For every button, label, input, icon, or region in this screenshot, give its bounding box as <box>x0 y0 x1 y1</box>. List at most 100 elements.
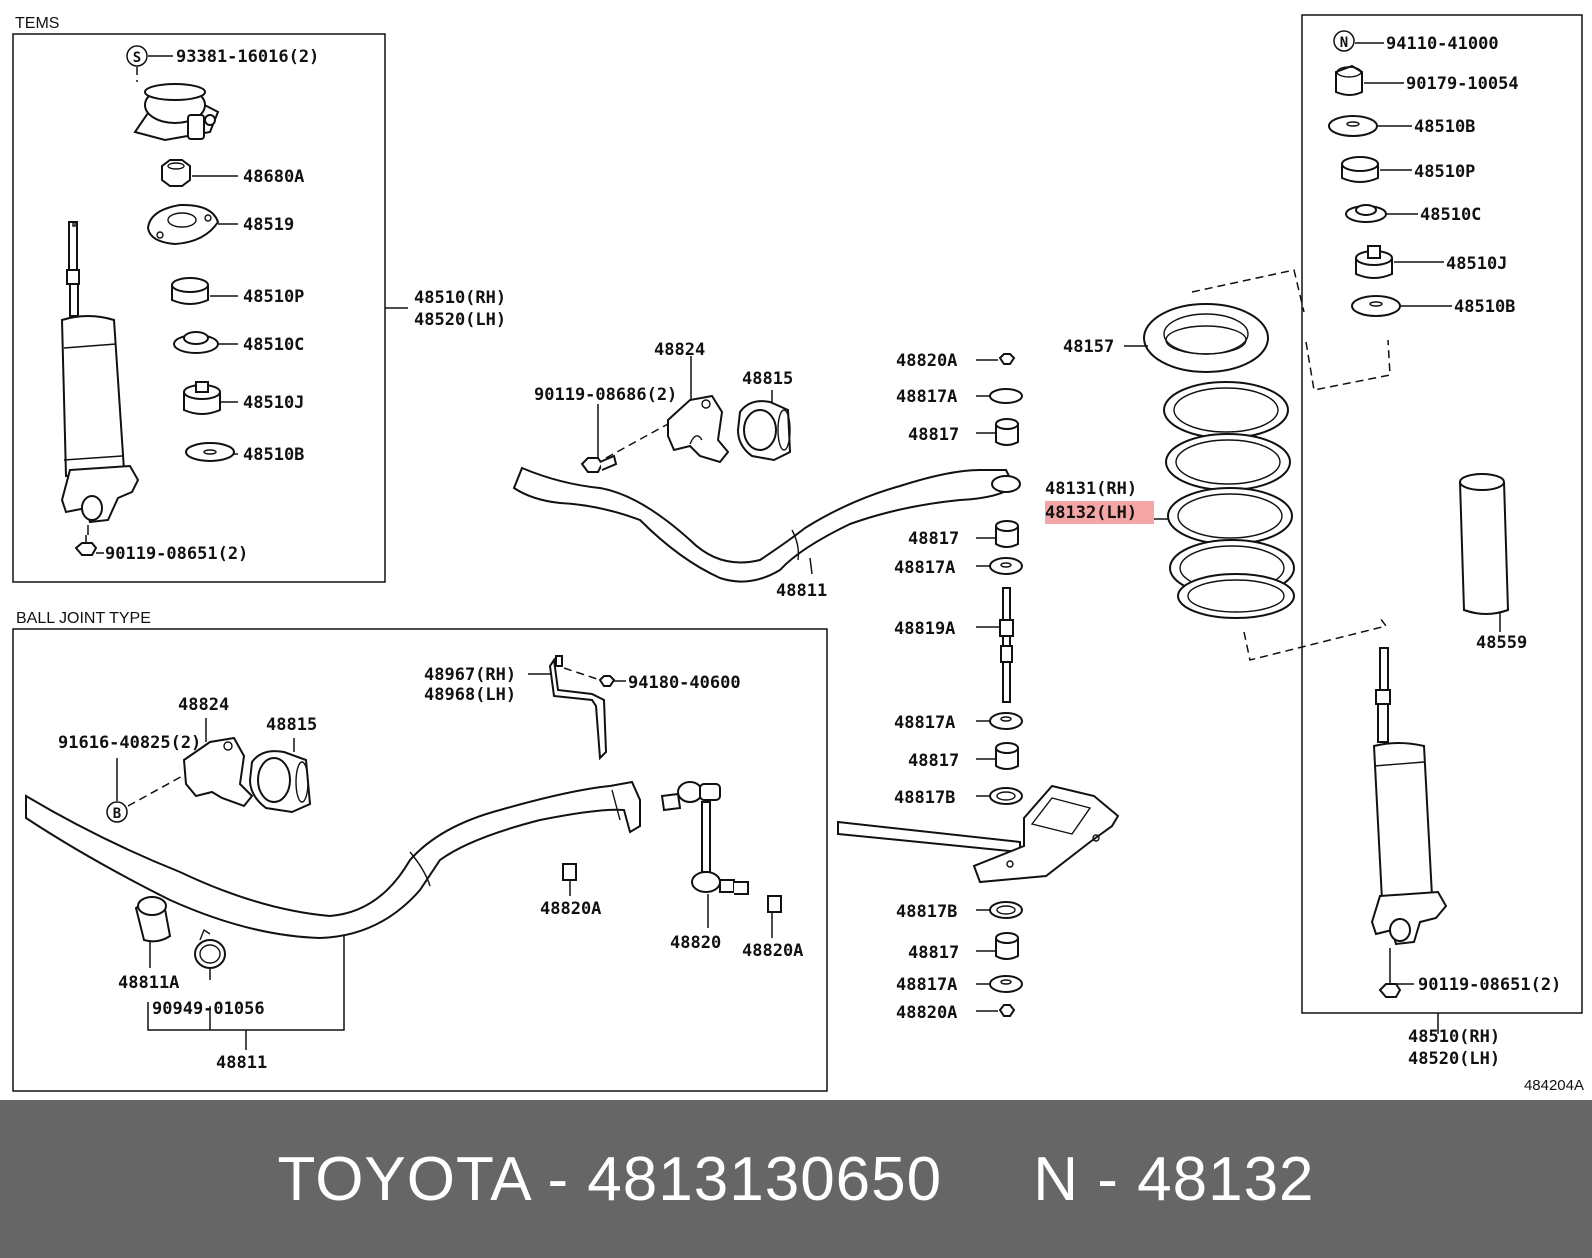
clip-90949-icon <box>194 928 226 969</box>
label-48510P-right: 48510P <box>1414 162 1475 182</box>
label-48817A-1: 48817A <box>896 387 957 407</box>
nut-48820A-link-1-icon <box>562 863 577 881</box>
svg-text:B: B <box>113 806 121 822</box>
plate-48519-icon <box>146 203 220 246</box>
label-48824-top: 48824 <box>654 340 705 360</box>
diagram-canvas: TEMS S <box>12 14 1584 1094</box>
dust-boot-48559-icon <box>1459 473 1510 615</box>
highlight-48132 <box>1045 501 1154 524</box>
label-48811-top: 48811 <box>776 581 827 601</box>
label-48815-bottom: 48815 <box>266 715 317 735</box>
label-91616-40825: 91616-40825(2) <box>58 733 201 753</box>
washer-48510C-icon <box>173 331 219 354</box>
label-48520LH-left: 48520(LH) <box>414 310 506 330</box>
label-48817-2: 48817 <box>908 529 959 549</box>
label-93381: 93381-16016(2) <box>176 47 319 67</box>
strut-mount-icon <box>133 83 220 142</box>
label-48820A-top: 48820A <box>896 351 957 371</box>
collar-48510J-right-icon <box>1355 245 1393 279</box>
bolt-icon <box>74 535 98 556</box>
bushing-48815-bottom-icon <box>248 750 312 814</box>
n-marker: N <box>1333 30 1355 52</box>
label-48817-4: 48817 <box>908 943 959 963</box>
label-48510C: 48510C <box>243 335 304 355</box>
label-48820A-link-1: 48820A <box>540 899 601 919</box>
label-48559: 48559 <box>1476 633 1527 653</box>
label-48157: 48157 <box>1063 337 1114 357</box>
rear-strut-box <box>1301 14 1583 1014</box>
bushing-48815-top-icon <box>736 400 792 462</box>
label-94180-40600: 94180-40600 <box>628 673 741 693</box>
washer-48817B-1-icon <box>989 787 1023 805</box>
label-48680A: 48680A <box>243 167 304 187</box>
spring-seat-48157-icon <box>1143 303 1269 373</box>
bushing-48817-1-icon <box>995 418 1019 446</box>
ball-joint-box-title: BALL JOINT TYPE <box>16 610 151 627</box>
label-48510B-right-1: 48510B <box>1414 117 1475 137</box>
label-48510B: 48510B <box>243 445 304 465</box>
label-48510P: 48510P <box>243 287 304 307</box>
shock-absorber-right-icon <box>1370 647 1448 946</box>
label-48968LH: 48968(LH) <box>424 685 516 705</box>
label-48820: 48820 <box>670 933 721 953</box>
label-48817-1: 48817 <box>908 425 959 445</box>
label-48510J-right: 48510J <box>1446 254 1507 274</box>
label-90119-08651-left: 90119-08651(2) <box>105 544 248 564</box>
stabilizer-link-48820-icon <box>660 781 749 895</box>
bushing-48817-2-icon <box>995 520 1019 548</box>
label-90949-01056: 90949-01056 <box>152 999 265 1019</box>
shock-absorber-left-icon <box>60 221 140 524</box>
svg-text:S: S <box>133 50 141 66</box>
label-48817B-1: 48817B <box>894 788 955 808</box>
label-48824-bottom: 48824 <box>178 695 229 715</box>
label-48817A-4: 48817A <box>896 975 957 995</box>
bolt-90119-08686-icon <box>580 454 618 473</box>
label-48819A: 48819A <box>894 619 955 639</box>
clamp-48824-top-icon <box>667 394 730 464</box>
clamp-48824-bottom-icon <box>182 736 254 808</box>
label-48510B-right-2: 48510B <box>1454 297 1515 317</box>
bracket-48967-icon <box>548 655 608 761</box>
nut-48820A-top-icon <box>998 353 1016 365</box>
bushing-48817-4-icon <box>995 932 1019 960</box>
label-48520LH-right: 48520(LH) <box>1408 1049 1500 1069</box>
tems-box-title: TEMS <box>15 15 59 32</box>
label-90119-08686: 90119-08686(2) <box>534 385 677 405</box>
bushing-48510P-icon <box>171 277 209 305</box>
svg-text:N: N <box>1340 35 1348 51</box>
label-48817A-3: 48817A <box>894 713 955 733</box>
label-48510C-right: 48510C <box>1420 205 1481 225</box>
nut-48820A-link-2-icon <box>767 895 782 913</box>
label-48811-bottom: 48811 <box>216 1053 267 1073</box>
label-48510J: 48510J <box>243 393 304 413</box>
stabilizer-bar-bottom-icon <box>25 780 641 940</box>
label-90179-10054: 90179-10054 <box>1406 74 1519 94</box>
label-48967RH: 48967(RH) <box>424 665 516 685</box>
washer-48817B-2-icon <box>989 901 1023 919</box>
label-48131RH: 48131(RH) <box>1045 479 1137 499</box>
washer-48510B-icon <box>185 442 235 462</box>
coil-spring-48132-icon <box>1163 381 1295 619</box>
nut-48820A-bottom-icon <box>998 1004 1016 1017</box>
label-48820A-link-2: 48820A <box>742 941 803 961</box>
parts-diagram: TEMS S <box>12 14 1584 1094</box>
nut-94180-icon <box>598 675 616 687</box>
label-48132LH: 48132(LH) <box>1045 503 1137 523</box>
label-94110-41000: 94110-41000 <box>1386 34 1499 54</box>
label-48817A-2: 48817A <box>894 558 955 578</box>
washer-48817A-2-icon <box>989 557 1023 575</box>
bushing-48811A-icon <box>134 896 172 943</box>
label-90119-08651-right: 90119-08651(2) <box>1418 975 1561 995</box>
washer-48817A-1-icon <box>989 388 1023 404</box>
nut-48680A-icon <box>161 159 191 187</box>
bushing-48817-3-icon <box>995 742 1019 770</box>
caption-bar: TOYOTA - 4813130650 N - 48132 <box>0 1100 1592 1258</box>
figure-id: 484204A <box>1524 1077 1584 1094</box>
bolt-right-icon <box>1378 975 1402 998</box>
label-48815-top: 48815 <box>742 369 793 389</box>
label-48811A: 48811A <box>118 973 179 993</box>
label-48519: 48519 <box>243 215 294 235</box>
bushing-48510P-right-icon <box>1341 156 1379 183</box>
ball-joint-box <box>12 628 828 1092</box>
collar-48510J-icon <box>183 381 221 415</box>
